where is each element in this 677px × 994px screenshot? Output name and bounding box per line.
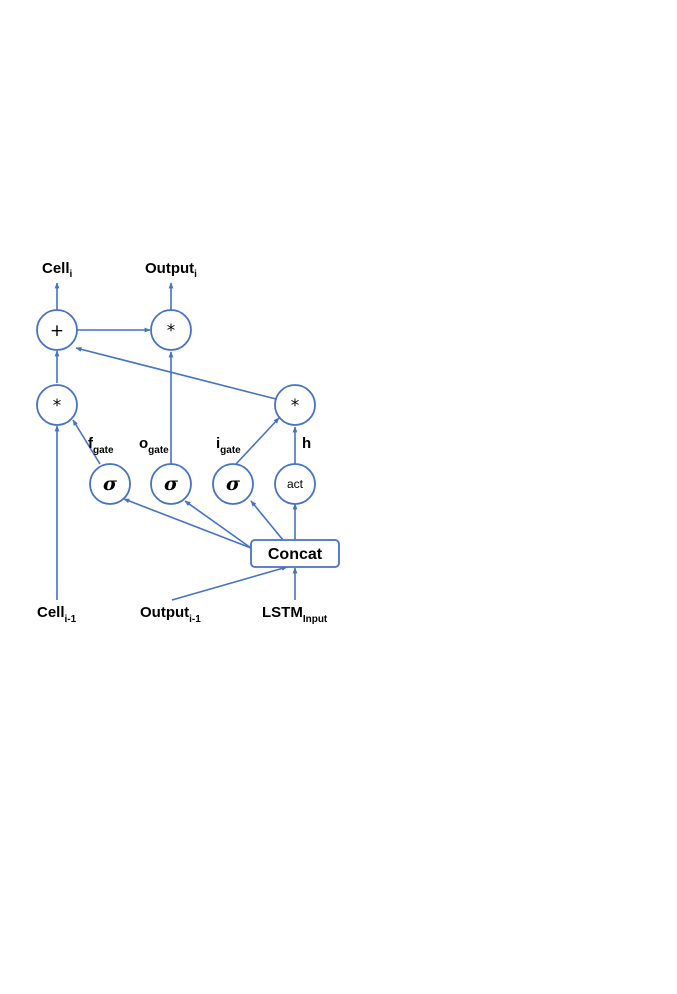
edges — [54, 282, 298, 601]
label-i-gate: igate — [216, 435, 241, 456]
node-concat: Concat — [250, 539, 340, 568]
label-lstm-in: LSTMInput — [262, 604, 328, 625]
mult-symbol: * — [291, 396, 300, 416]
edge-concat-to-sigma-o — [184, 500, 252, 549]
mult-symbol: * — [167, 321, 176, 341]
node-act: act — [274, 463, 316, 505]
sigma-symbol: σ — [103, 473, 118, 495]
node-sigma-f: σ — [89, 463, 131, 505]
label-cell-in: Celli-1 — [37, 604, 77, 625]
node-sigma-i: σ — [212, 463, 254, 505]
label-output-in: Outputi-1 — [140, 604, 201, 625]
edge-output-in-to-concat — [171, 566, 288, 601]
node-mult-input: * — [274, 384, 316, 426]
mult-symbol: * — [53, 396, 62, 416]
edge-mult-input-to-add — [75, 347, 277, 400]
label-output-out: Outputi — [145, 260, 197, 280]
label-cell-out: Celli — [42, 260, 73, 280]
node-sigma-o: σ — [150, 463, 192, 505]
add-symbol: + — [50, 321, 64, 341]
edge-sigma-i-to-mult-input — [235, 417, 280, 465]
concat-label: Concat — [268, 546, 323, 563]
node-mult-cell: * — [36, 384, 78, 426]
sigma-symbol: σ — [226, 473, 241, 495]
act-label: act — [287, 477, 304, 491]
label-h: h — [302, 435, 311, 452]
node-mult-output: * — [150, 309, 192, 351]
label-f-gate: fgate — [88, 435, 114, 456]
edge-concat-to-sigma-f — [123, 498, 252, 549]
edge-sigma-f-to-mult-cell — [72, 419, 101, 465]
sigma-symbol: σ — [164, 473, 179, 495]
label-o-gate: ogate — [139, 435, 169, 456]
edge-concat-to-sigma-i — [250, 500, 284, 541]
node-add: + — [36, 309, 78, 351]
